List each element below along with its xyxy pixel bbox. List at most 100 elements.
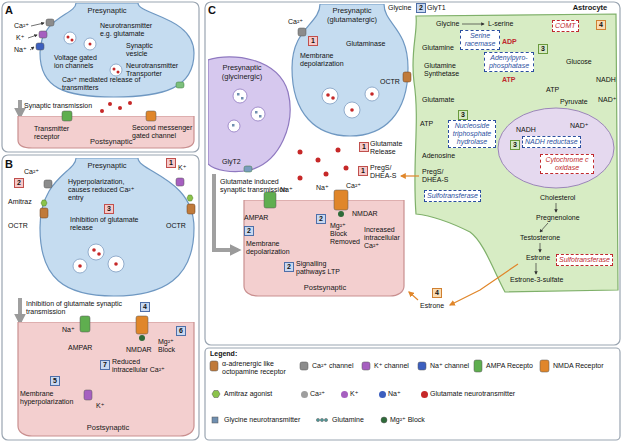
amitraz-molecule: [41, 195, 193, 206]
annotation-label: Reduced intracellular Ca²⁺: [112, 358, 172, 374]
legend-text: Na⁺ channel: [430, 362, 469, 370]
enzyme-name: Nucleoside triphosphate hydrolase: [451, 122, 493, 146]
pathway-arrow: [540, 243, 541, 252]
ion-channel: [44, 180, 52, 188]
glutamate-dot: [324, 172, 329, 177]
cell-membrane: [208, 57, 290, 172]
receptor: [62, 111, 72, 121]
pathway-arrow: [462, 24, 484, 25]
annotation-label: Cholesterol: [540, 194, 575, 202]
transmission-arrow: [18, 100, 22, 116]
ion-arrow: [30, 47, 34, 50]
cell-title: Presynaptic (glutamatergic): [322, 7, 382, 24]
enzyme-name: Serine racemase: [463, 32, 497, 48]
glutamate-dot: [117, 71, 120, 74]
hormone-arrow: [450, 264, 518, 305]
synaptic-vesicle: [88, 244, 104, 260]
synaptic-vesicle: [84, 38, 96, 50]
callout-number: 7: [100, 360, 110, 370]
enzyme-box: NADH reductase: [522, 136, 581, 148]
glycine-molecule: [259, 115, 262, 118]
annotation-label: NADH: [596, 76, 616, 84]
enzyme-name: Sulfotransferase: [427, 192, 478, 200]
synaptic-vesicle: [110, 64, 122, 76]
legend-sample: [540, 360, 549, 372]
legend-text: Mg²⁺ Block: [390, 416, 425, 424]
synaptic-vesicle: [108, 256, 124, 272]
annotation-label: ATP: [546, 86, 559, 94]
glutamate-dot: [370, 92, 374, 96]
callout-number: 4: [432, 288, 442, 298]
ion-channel: [36, 43, 44, 50]
annotation-label: Amitraz: [8, 198, 32, 206]
panel-frame: [205, 2, 620, 345]
glutamate-dot: [108, 102, 112, 106]
legend-swatch: [421, 391, 428, 398]
cell-title: Postsynaptic: [300, 284, 350, 293]
legend-text: K⁺ channel: [374, 362, 409, 370]
glutamate-dot: [128, 101, 132, 105]
cell-membrane: [40, 3, 194, 97]
callout-number: 3: [510, 140, 520, 150]
annotation-label: Increased intracellular Ca²⁺: [364, 226, 402, 250]
ion-channel: [46, 19, 54, 26]
glutamate-dot: [100, 109, 104, 113]
annotation-label: AMPAR: [244, 214, 268, 222]
edge-label: Inhibition of glutamate synaptic transmi…: [26, 300, 138, 316]
transporter: [244, 166, 252, 172]
annotation-label: GlyT2: [222, 158, 241, 166]
callout-number: 6: [176, 326, 186, 336]
callout-number: 1: [359, 142, 369, 152]
amitraz-molecule: [187, 195, 193, 201]
annotation-label: Ca²⁺ mediated release of transmitters: [62, 76, 144, 92]
enzyme-name: Adenylpyro-phosphatase: [487, 54, 531, 70]
legend-sample: [212, 417, 218, 423]
enzyme-box: Nucleoside triphosphate hydrolase: [448, 120, 496, 148]
cell-membrane: [244, 200, 404, 296]
annotation-label: Glutamate Release: [370, 140, 410, 156]
annotation-label: Hyperpolarization, causes reduced Ca²⁺ e…: [68, 178, 144, 202]
legend-text: Ca²⁺: [310, 390, 325, 398]
annotation-label: PregS/ DHEA-S: [422, 168, 456, 184]
annotation-label: Estrone: [526, 254, 550, 262]
enzyme-name: Sulfotransferase: [559, 256, 610, 264]
annotation-label: Glutamate: [422, 96, 454, 104]
annotation-label: NMDAR: [352, 210, 378, 218]
hormone-arrow: [409, 292, 418, 300]
legend-text: Glutamate neurotransmitter: [430, 390, 515, 398]
ion-arrow: [28, 23, 44, 50]
glutamate-dot: [113, 68, 116, 71]
callout-number: 4: [596, 20, 606, 30]
receptor: [264, 192, 276, 208]
annotation-label: Membrane hyperpolarization: [20, 390, 70, 406]
legend-sample: [212, 391, 220, 398]
glutamate-dot: [114, 262, 118, 266]
enzyme-box: Adenylpyro-phosphatase: [484, 52, 534, 72]
legend-text: Glutamine: [332, 416, 364, 424]
cell-membrane: [18, 116, 194, 148]
enzyme-box: Sulfotransferase: [424, 190, 481, 202]
hormone-arrow: [401, 175, 419, 176]
synaptic-vesicle: [64, 32, 379, 273]
cell-title: Astrocyte: [564, 4, 616, 13]
callout-number: 1: [358, 166, 368, 176]
annotation-label: Pyruvate: [560, 98, 588, 106]
legend-sample: [210, 360, 549, 423]
callout-number: 2: [316, 214, 326, 224]
pathway-arrow: [536, 263, 537, 274]
annotation-label: Glutamine Synthetase: [424, 62, 469, 78]
annotation-label: PregS/ DHEA-S: [370, 164, 404, 180]
annotation-label: Membrane depolarization: [300, 52, 344, 68]
legend-sample: [418, 362, 426, 370]
enzyme-name: COMT: [555, 22, 576, 30]
annotation-label: OCTR: [166, 222, 186, 230]
legend-text: K⁺: [350, 390, 358, 398]
legend-text: Amitraz agonist: [224, 390, 272, 398]
legend-text: Na⁺: [388, 390, 401, 398]
enzyme-box: Cytochrome c oxidase: [540, 154, 594, 174]
annotation-label: Mg²⁺ Block: [158, 338, 188, 354]
cell-membrane: [413, 14, 618, 292]
annotation-label: Adenosine: [422, 152, 455, 160]
